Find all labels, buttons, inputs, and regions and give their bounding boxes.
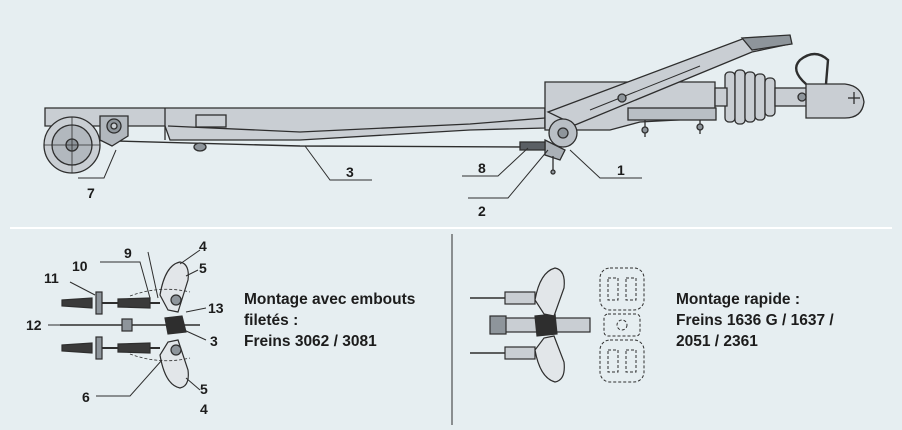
bellows <box>724 69 776 125</box>
quick-compensator <box>534 313 558 337</box>
callout-d12: 12 <box>26 317 42 333</box>
leader-d5b <box>185 377 201 391</box>
callout-d11: 11 <box>44 270 59 286</box>
housing-bolt-head-1 <box>641 126 649 134</box>
leader-d9 <box>147 251 159 299</box>
caption-threaded-line3: Freins 3062 / 3081 <box>244 333 377 350</box>
callout-8: 8 <box>478 160 486 176</box>
hook-pin-top <box>170 294 182 306</box>
leader-d10 <box>100 261 151 299</box>
housing-bolt-head-2 <box>696 123 704 131</box>
quick-sleeve-bottom <box>504 346 536 360</box>
compensator-hub <box>557 127 569 139</box>
lever-pivot <box>617 93 627 103</box>
callout-d10: 10 <box>72 258 88 274</box>
cable-sleeve-bottom <box>117 342 151 354</box>
callout-d3: 3 <box>210 333 218 349</box>
drawshaft <box>714 87 728 107</box>
callout-2: 2 <box>478 203 486 219</box>
cable-boot-top <box>61 297 93 309</box>
coupling-head <box>805 83 865 119</box>
leader-d6 <box>96 359 163 397</box>
leader-d3 <box>183 329 207 341</box>
caption-threaded-line1: Montage avec embouts <box>244 291 416 308</box>
leader-d4a <box>179 249 201 265</box>
leader-d5a <box>185 269 199 277</box>
leader-1 <box>569 149 642 179</box>
compensator-bar <box>164 315 187 335</box>
leader-d11 <box>69 281 96 296</box>
callout-d5b: 5 <box>200 381 208 397</box>
caption-threaded-mount: Montage avec embouts filetés : Freins 30… <box>244 289 415 352</box>
cable-end-fitting <box>519 141 546 151</box>
caption-quick-mount: Montage rapide : Freins 1636 G / 1637 / … <box>676 289 834 352</box>
detail-leaders <box>48 249 207 397</box>
cable-nut-bottom <box>95 336 103 360</box>
callout-d6: 6 <box>82 389 90 405</box>
quick-clip-sideview <box>599 267 645 383</box>
drawbar-assembly <box>43 34 865 175</box>
callout-1: 1 <box>617 162 625 178</box>
callout-3-top: 3 <box>346 164 354 180</box>
caption-threaded-line2: filetés : <box>244 312 299 329</box>
threaded-mount-detail <box>60 261 200 389</box>
quick-nut <box>489 315 507 335</box>
hidden-line-top <box>129 288 191 297</box>
leader-8 <box>462 147 529 177</box>
center-nut <box>121 318 133 332</box>
coupling-handle <box>794 52 830 85</box>
callout-d5a: 5 <box>199 260 207 276</box>
leader-3 <box>304 145 372 181</box>
top-leaders <box>78 145 642 199</box>
callout-7: 7 <box>87 185 95 201</box>
hidden-line-bottom <box>129 353 191 362</box>
cable-clamp <box>193 142 207 152</box>
cable-nut-top <box>95 291 103 315</box>
coupling-bolt <box>797 92 807 102</box>
quick-hook-bottom <box>534 335 565 383</box>
callout-d4b: 4 <box>200 401 208 417</box>
cable-boot-bottom <box>61 342 93 354</box>
brake-cable <box>79 139 531 148</box>
quick-hook-top <box>534 267 565 317</box>
lever-slot <box>589 65 701 111</box>
frame-beam-lower-edge <box>167 117 546 133</box>
leader-2 <box>468 149 549 199</box>
callout-d4a: 4 <box>199 238 207 254</box>
leader-7 <box>78 149 117 179</box>
hook-pin-bottom <box>170 344 182 356</box>
handbrake-grip <box>740 34 793 51</box>
caption-quick-line3: 2051 / 2361 <box>676 333 758 350</box>
frame-inner-bracket <box>195 114 227 128</box>
caption-quick-line1: Montage rapide : <box>676 291 801 308</box>
leader-d13 <box>185 307 207 313</box>
caption-quick-line2: Freins 1636 G / 1637 / <box>676 312 834 329</box>
cable-sleeve-top <box>117 297 151 309</box>
quick-mount-detail <box>470 267 645 383</box>
callout-d9: 9 <box>124 245 132 261</box>
callout-d13: 13 <box>208 300 224 316</box>
housing-plate <box>627 107 717 121</box>
hook-bracket-bottom <box>159 339 189 389</box>
quick-sleeve-top <box>504 291 536 305</box>
